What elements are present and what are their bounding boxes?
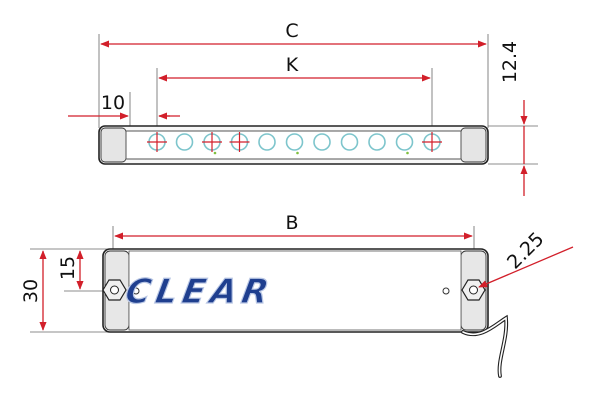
led	[229, 132, 250, 152]
screw-left	[132, 287, 140, 295]
label-10: 10	[101, 92, 125, 114]
screw-right	[442, 287, 450, 295]
led	[258, 133, 276, 151]
led-indicator-dot	[296, 151, 299, 155]
led	[395, 133, 414, 151]
side-body-right-cap	[460, 127, 487, 163]
led-row	[147, 132, 442, 155]
label-30: 30	[20, 279, 42, 303]
label-b: B	[285, 212, 298, 234]
led	[340, 133, 359, 151]
label-c: C	[285, 20, 298, 42]
clear-logo: CLEAR	[122, 272, 276, 312]
label-12-4: 12.4	[499, 41, 521, 83]
top-body-panel	[128, 250, 462, 331]
led	[202, 132, 222, 152]
side-extension-lines	[98, 34, 538, 165]
led	[147, 132, 167, 152]
power-cable-core	[462, 316, 507, 377]
leader-2-25	[478, 246, 574, 288]
led-indicator-dot	[406, 151, 409, 155]
led	[313, 133, 331, 151]
led	[175, 133, 194, 151]
top-view: CLEAR B 30 15 2.25	[20, 212, 574, 378]
side-view: C K 10 12.4	[68, 20, 538, 196]
led-indicator-dot	[213, 151, 217, 155]
led	[422, 132, 442, 152]
side-body-left-cap	[100, 127, 127, 163]
hex-nut-left	[102, 279, 127, 301]
label-15: 15	[57, 256, 79, 280]
led	[285, 133, 304, 151]
label-k: K	[286, 54, 299, 76]
led	[368, 133, 386, 151]
